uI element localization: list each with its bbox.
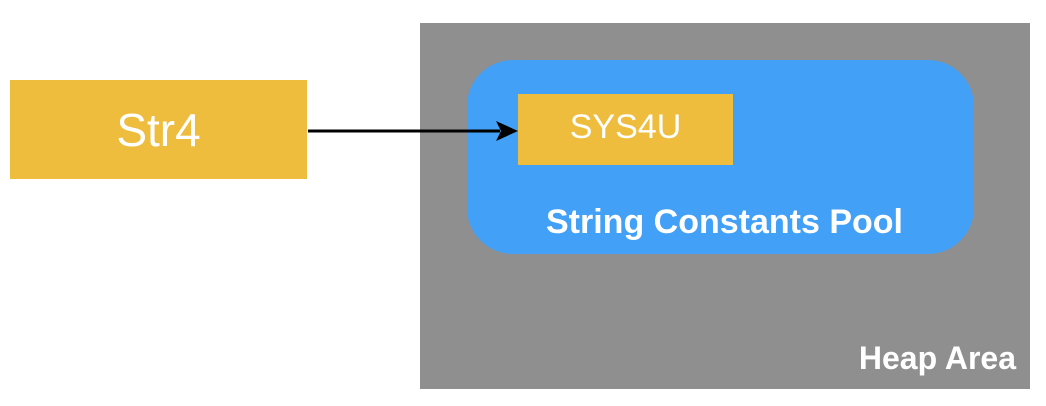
variable-box: Str4 <box>10 80 307 179</box>
string-literal-value: SYS4U <box>569 108 682 146</box>
string-literal-box: SYS4U <box>518 94 733 165</box>
string-constants-pool-label: String Constants Pool <box>546 203 903 241</box>
variable-label: Str4 <box>116 103 201 156</box>
heap-area-label: Heap Area <box>858 340 1016 376</box>
